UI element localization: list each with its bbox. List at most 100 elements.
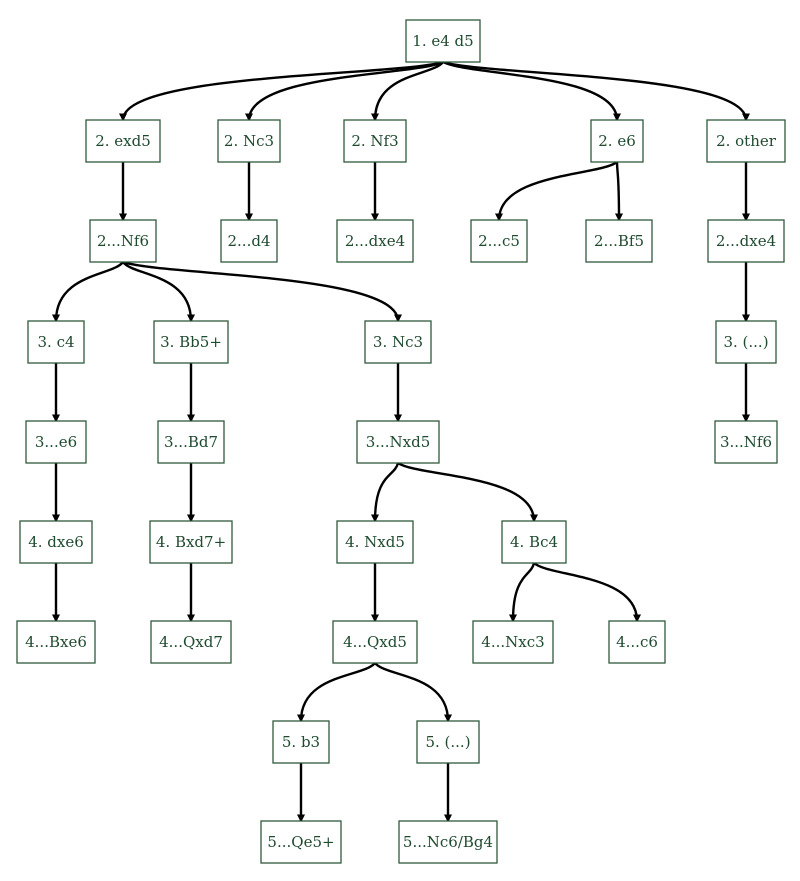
move-node: 2. Nc3 [217, 119, 281, 163]
move-node-box [220, 219, 278, 263]
move-node-label: 2. e6 [598, 132, 636, 150]
edge-arrow [614, 161, 623, 222]
move-node-label: 3...e6 [35, 433, 77, 451]
move-node-box [89, 219, 157, 263]
move-node-box [364, 320, 432, 364]
edge-arrow [509, 562, 536, 623]
edge-arrow [245, 60, 444, 122]
edge-arrow [442, 60, 750, 122]
edge-arrow [397, 461, 538, 523]
move-node-box [149, 520, 233, 564]
move-node-box [343, 119, 407, 163]
move-node-box [356, 420, 440, 464]
move-node-label: 4...Qxd5 [343, 633, 407, 651]
move-node-box [336, 520, 414, 564]
move-node-label: 2. Nc3 [224, 132, 274, 150]
move-node-label: 2. other [716, 132, 777, 150]
move-node-label: 5. (...) [425, 733, 470, 751]
move-node-label: 2. Nf3 [351, 132, 398, 150]
move-node: 2. other [706, 119, 786, 163]
move-node: 4...Qxd5 [332, 620, 418, 664]
move-node-label: 2...Nf6 [97, 232, 149, 250]
move-node-box [416, 720, 480, 764]
move-node: 5...Qe5+ [260, 820, 342, 864]
edge-arrow [122, 260, 402, 323]
move-node-label: 2...Bf5 [594, 232, 644, 250]
move-node: 3. Nc3 [364, 320, 432, 364]
move-node-label: 5...Qe5+ [267, 833, 334, 851]
move-node: 2...dxe4 [707, 219, 785, 263]
move-node: 3. (...) [715, 320, 777, 364]
edge-arrow [371, 61, 444, 122]
move-node: 3. c4 [27, 320, 85, 364]
move-node-label: 2...c5 [478, 232, 520, 250]
move-node: 3...e6 [25, 420, 87, 464]
move-node: 2...dxe4 [336, 219, 414, 263]
move-node: 2...Bf5 [585, 219, 653, 263]
move-node-label: 2...d4 [228, 232, 271, 250]
move-node-box [85, 119, 161, 163]
move-node-box [405, 19, 481, 63]
move-node: 4. Bxd7+ [149, 520, 233, 564]
move-node-label: 4. Bxd7+ [156, 533, 226, 551]
move-node-box [714, 420, 778, 464]
move-node-box [472, 620, 554, 664]
move-node: 3. Bb5+ [153, 320, 229, 364]
move-node-label: 3. Bb5+ [160, 333, 222, 351]
move-node-label: 4. dxe6 [28, 533, 84, 551]
move-node-label: 4. Bc4 [510, 533, 558, 551]
move-node-box [217, 119, 281, 163]
edge-arrow [122, 261, 195, 323]
move-node: 4...Qxd7 [150, 620, 232, 664]
edge-arrow [442, 60, 621, 122]
move-node-label: 4...Qxd7 [159, 633, 223, 651]
edge-arrow [495, 160, 618, 222]
move-node: 4. dxe6 [19, 520, 93, 564]
move-node-label: 5. b3 [282, 733, 320, 751]
move-node: 4. Bc4 [501, 520, 567, 564]
move-node: 2. e6 [590, 119, 644, 163]
edge-arrow [297, 662, 376, 723]
move-node: 5. b3 [272, 720, 330, 764]
move-node-label: 3...Bd7 [164, 433, 218, 451]
move-node-box [470, 219, 528, 263]
move-node: 1. e4 d5 [405, 19, 481, 63]
move-node-box [707, 219, 785, 263]
move-node-box [706, 119, 786, 163]
edge-arrow [374, 662, 452, 723]
move-node-box [157, 420, 225, 464]
move-node-label: 4...Nxc3 [481, 633, 544, 651]
move-node-label: 2...dxe4 [345, 232, 405, 250]
move-node-label: 3. (...) [723, 333, 768, 351]
move-node-box [608, 620, 666, 664]
move-node: 4. Nxd5 [336, 520, 414, 564]
edge-arrow [52, 261, 124, 323]
move-node: 3...Nxd5 [356, 420, 440, 464]
move-node: 2...Nf6 [89, 219, 157, 263]
move-node-box [590, 119, 644, 163]
move-node: 2...c5 [470, 219, 528, 263]
move-node-label: 5...Nc6/Bg4 [403, 833, 493, 851]
move-node-box [16, 620, 96, 664]
move-node-label: 3...Nf6 [720, 433, 772, 451]
move-node-box [150, 620, 232, 664]
move-node-box [715, 320, 777, 364]
move-node-box [272, 720, 330, 764]
edge-arrow [371, 462, 400, 523]
move-node: 5. (...) [416, 720, 480, 764]
move-node: 4...Bxe6 [16, 620, 96, 664]
move-node-box [501, 520, 567, 564]
move-node-label: 1. e4 d5 [412, 32, 473, 50]
move-node: 4...c6 [608, 620, 666, 664]
move-node: 3...Nf6 [714, 420, 778, 464]
move-node-box [585, 219, 653, 263]
move-node-box [25, 420, 87, 464]
move-node-box [260, 820, 342, 864]
move-node-box [332, 620, 418, 664]
move-node-label: 4...c6 [616, 633, 658, 651]
move-node: 2. Nf3 [343, 119, 407, 163]
move-node: 3...Bd7 [157, 420, 225, 464]
move-node-box [27, 320, 85, 364]
